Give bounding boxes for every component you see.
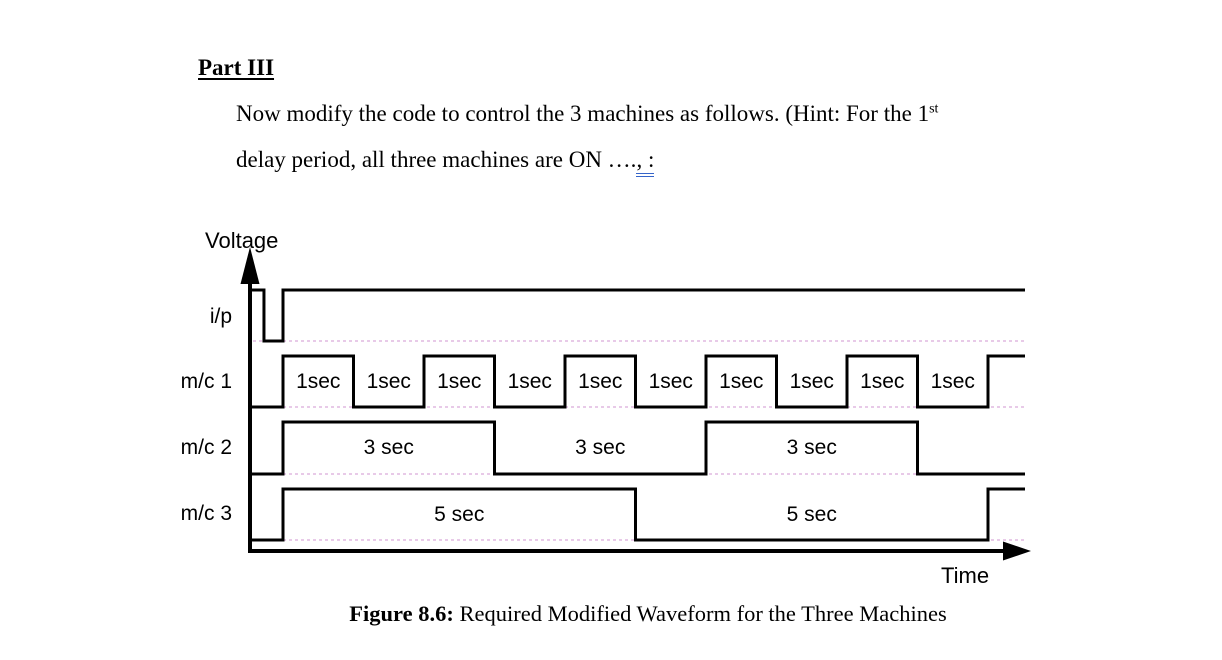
segment-label-m-c-2-2: 3 sec xyxy=(787,436,837,459)
row-label-mc2: m/c 2 xyxy=(180,436,232,459)
segment-label-m-c-1-5: 1sec xyxy=(649,370,693,393)
segment-label-m-c-1-7: 1sec xyxy=(790,370,834,393)
row-label-mc1: m/c 1 xyxy=(180,370,232,393)
paragraph-line-2: delay period, all three machines are ON … xyxy=(236,147,655,177)
segment-label-m-c-3-1: 5 sec xyxy=(787,503,837,526)
paragraph-line-1: Now modify the code to control the 3 mac… xyxy=(236,101,938,127)
segment-label-m-c-2-1: 3 sec xyxy=(575,436,625,459)
segment-label-m-c-1-2: 1sec xyxy=(437,370,481,393)
figure-caption-number: Figure 8.6: xyxy=(349,601,454,626)
segment-label-m-c-1-3: 1sec xyxy=(508,370,552,393)
waveform-m-c-2 xyxy=(250,420,1025,476)
waveform-m-c-3 xyxy=(250,487,1025,542)
paragraph-line-1-text: Now modify the code to control the 3 mac… xyxy=(236,101,930,126)
row-label-ip: i/p xyxy=(209,305,232,328)
figure-caption: Figure 8.6: Required Modified Waveform f… xyxy=(74,601,1222,627)
segment-label-m-c-1-0: 1sec xyxy=(296,370,340,393)
segment-label-m-c-1-6: 1sec xyxy=(719,370,763,393)
segment-label-m-c-1-1: 1sec xyxy=(367,370,411,393)
section-heading: Part III xyxy=(198,55,275,80)
voltage-axis-arrowhead xyxy=(240,247,260,284)
waveform-m-c-1 xyxy=(250,354,1025,409)
segment-label-m-c-1-9: 1sec xyxy=(931,370,975,393)
time-axis-arrowhead xyxy=(1003,541,1031,561)
figure-caption-text: Required Modified Waveform for the Three… xyxy=(453,601,947,626)
segment-label-m-c-1-8: 1sec xyxy=(860,370,904,393)
x-axis-label: Time xyxy=(941,563,990,588)
waveform-i-p xyxy=(250,288,1025,343)
segment-label-m-c-2-0: 3 sec xyxy=(364,436,414,459)
row-label-mc3: m/c 3 xyxy=(180,502,232,525)
y-axis-label: Voltage xyxy=(205,228,279,253)
grammar-flagged-text: , : xyxy=(636,147,655,177)
segment-label-m-c-1-4: 1sec xyxy=(578,370,622,393)
ordinal-superscript: st xyxy=(929,101,939,117)
segment-label-m-c-3-0: 5 sec xyxy=(434,503,484,526)
paragraph-line-2-text: delay period, all three machines are ON … xyxy=(236,147,637,172)
